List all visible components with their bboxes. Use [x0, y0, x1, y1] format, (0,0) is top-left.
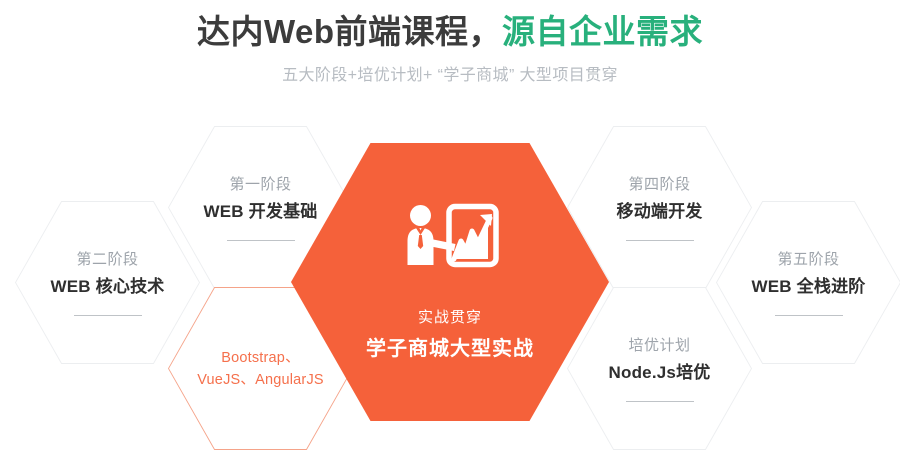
page-title-plain: 达内Web前端课程，	[196, 13, 503, 50]
header: 达内Web前端课程，源自企业需求 五大阶段+培优计划+ “学子商城” 大型项目贯…	[0, 0, 900, 87]
hex-fill	[568, 288, 751, 449]
page-title: 达内Web前端课程，源自企业需求	[0, 0, 900, 54]
page-title-accent: 源自企业需求	[502, 13, 704, 50]
hex-fill	[717, 202, 900, 363]
hex-stage-5[interactable]: 第五阶段 WEB 全栈进阶	[716, 201, 900, 364]
hex-center-project[interactable]: 实战贯穿 学子商城大型实战	[291, 143, 609, 421]
hex-fill	[291, 143, 609, 421]
page-subtitle: 五大阶段+培优计划+ “学子商城” 大型项目贯穿	[282, 67, 618, 84]
